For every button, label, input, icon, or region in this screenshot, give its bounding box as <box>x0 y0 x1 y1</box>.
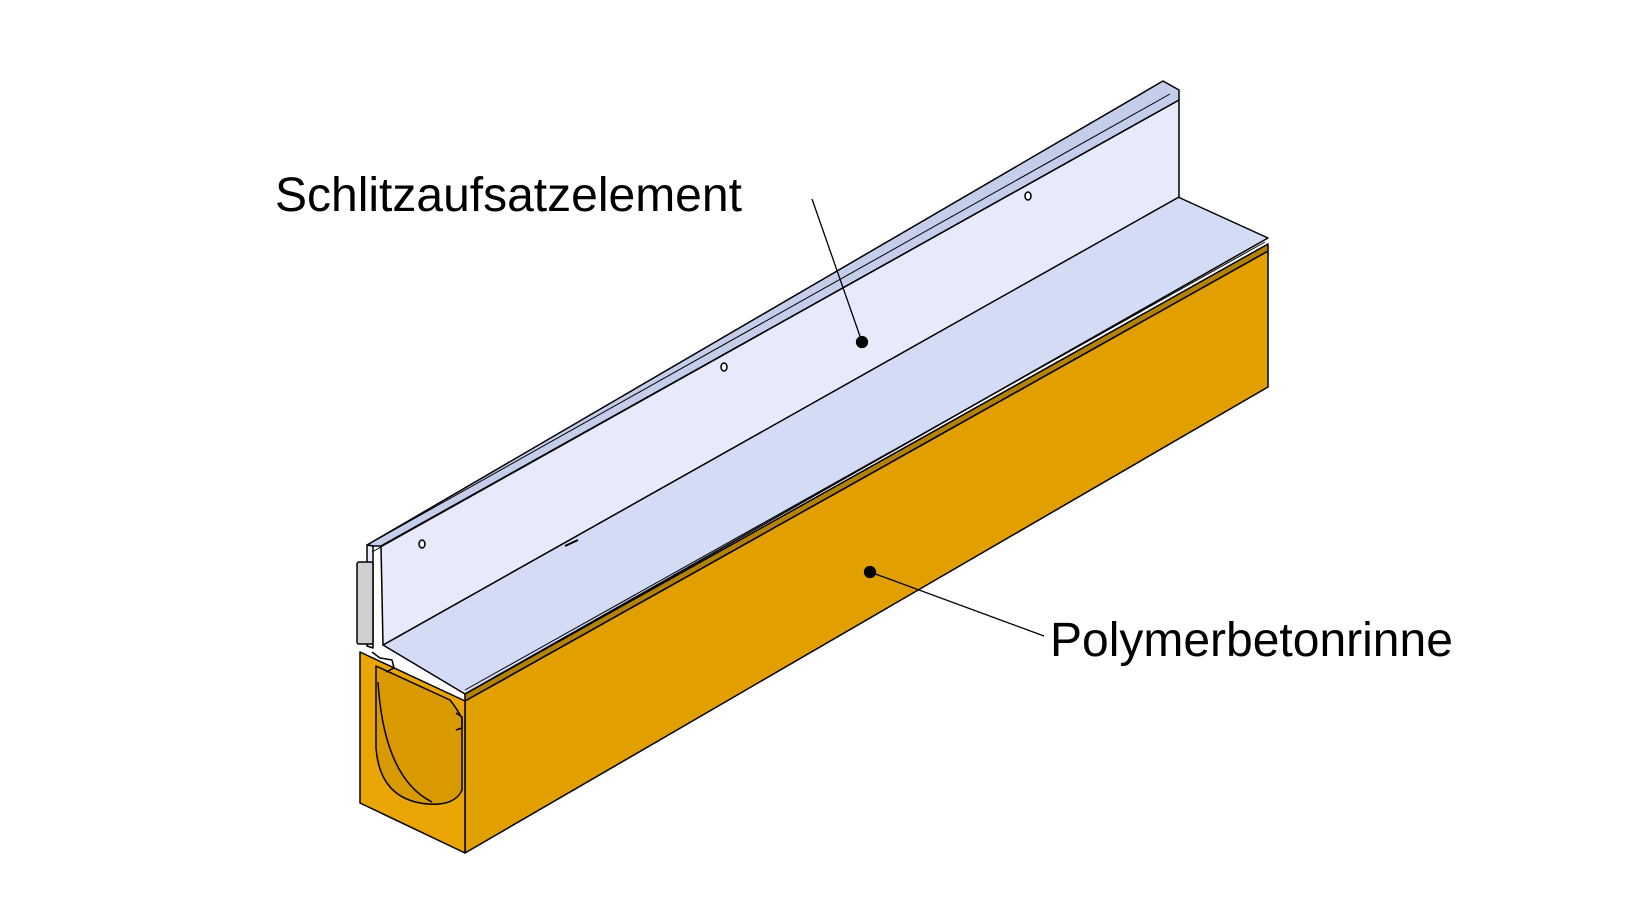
channel-trough <box>375 665 463 805</box>
mounting-hole-1 <box>418 539 426 549</box>
rim-line-2 <box>371 105 1169 553</box>
leader-dot-bottom <box>863 565 877 579</box>
label-slot-attachment-element: Schlitzaufsatzelement <box>275 169 742 222</box>
rim-line-1 <box>375 93 1171 541</box>
leader-dot-top <box>855 335 869 349</box>
mounting-hole-2 <box>720 362 728 372</box>
label-polymer-concrete-channel: Polymerbetonrinne <box>1050 614 1453 667</box>
mounting-hole-3 <box>1024 191 1032 201</box>
channel-top-band <box>464 243 1269 702</box>
slot-end-cap <box>356 561 374 645</box>
slot-attachment-element <box>356 80 1269 731</box>
channel-trough-inner-line <box>377 681 433 803</box>
leaders <box>811 198 1045 637</box>
leader-line-top <box>811 198 863 343</box>
trough-clip <box>455 712 463 731</box>
polymer-concrete-channel <box>359 243 1269 854</box>
slot-ledge-line <box>464 241 1266 691</box>
slot-mark <box>564 539 579 547</box>
leader-line-bottom <box>869 571 1045 637</box>
end-clip <box>371 651 395 673</box>
